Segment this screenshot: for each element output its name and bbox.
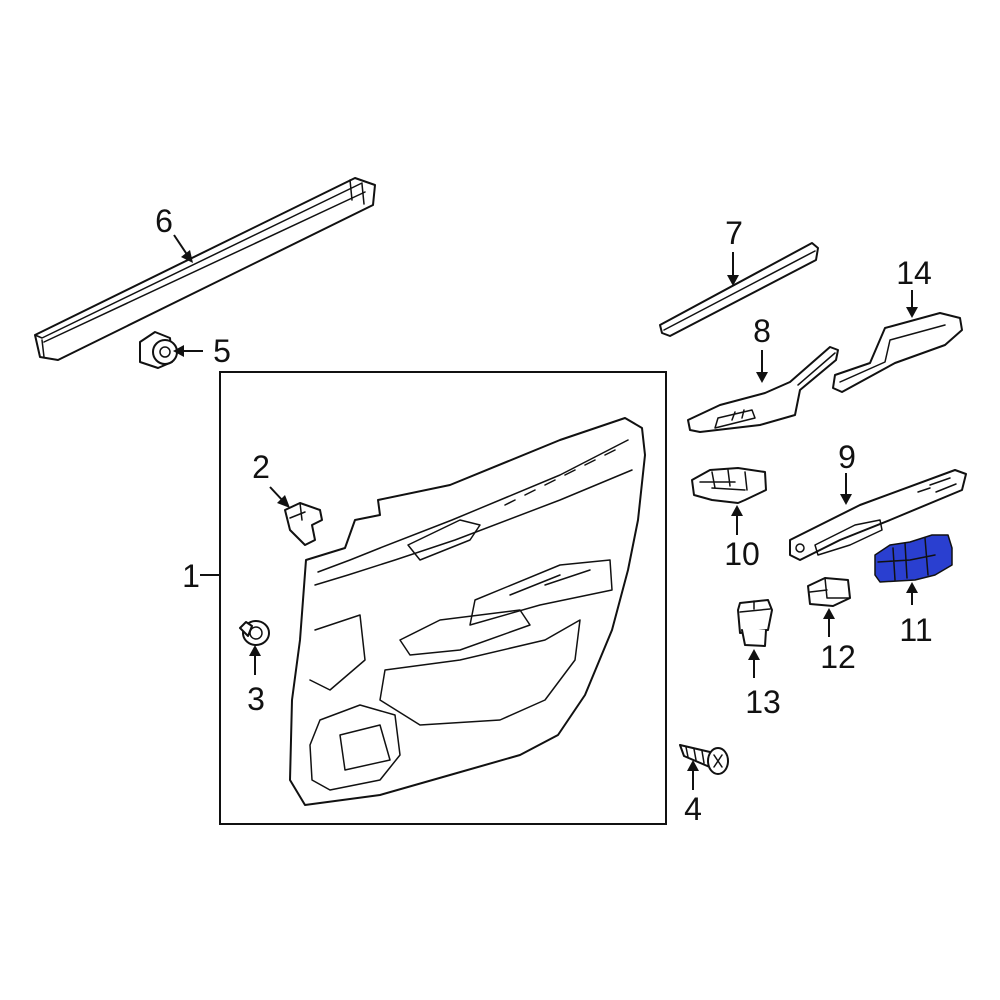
part-1-door-panel[interactable] [289,417,646,806]
callout-14: 14 [896,255,932,291]
part-3-grommet[interactable] [239,620,270,646]
callout-5: 5 [213,333,231,369]
callout-13: 13 [745,684,781,720]
part-8-armrest-trim[interactable] [687,346,839,433]
part-7-molding[interactable] [659,242,819,337]
part-14-armrest-pad[interactable] [832,312,963,393]
callout-1: 1 [182,558,200,594]
callout-3: 3 [247,681,265,717]
part-13-switch[interactable] [737,599,773,647]
callout-lines [173,234,918,790]
part-11-window-switch[interactable] [874,534,953,583]
part-6-weatherstrip[interactable] [34,177,376,361]
callout-2: 2 [252,449,270,485]
part-10-switch[interactable] [691,467,767,504]
part-9-switch-panel[interactable] [789,469,967,561]
callout-8: 8 [753,313,771,349]
callout-6: 6 [155,203,173,239]
assembly-1-frame [219,371,667,825]
callout-9: 9 [838,439,856,475]
callout-12: 12 [820,639,856,675]
part-4-screw[interactable] [679,744,729,775]
callout-4: 4 [684,791,702,827]
part-2-bracket[interactable] [284,502,323,546]
part-5-clip[interactable] [139,331,178,369]
callout-numbers: 6 5 1 2 3 4 7 8 14 9 10 11 12 13 [155,203,933,827]
callout-11: 11 [899,612,932,648]
part-12-switch[interactable] [807,577,851,607]
callout-7: 7 [725,215,743,251]
callout-10: 10 [724,536,760,572]
